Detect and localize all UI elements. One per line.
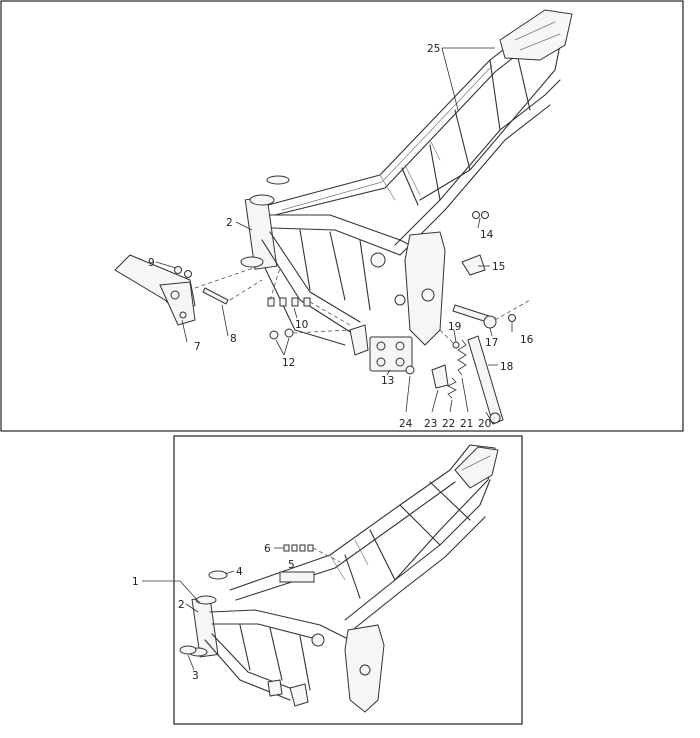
assembly-view-border	[173, 435, 523, 725]
part-12-washers	[269, 328, 294, 340]
callout-12: 12	[282, 357, 295, 369]
callout-2-assembly: 2	[178, 599, 185, 611]
callout-1: 1	[132, 576, 139, 588]
part-22-spring	[447, 377, 457, 399]
callout-6: 6	[264, 543, 271, 555]
callout-5: 5	[288, 559, 295, 571]
main-frame-assembled	[188, 444, 499, 713]
part-6-clips	[283, 544, 314, 552]
callout-3: 3	[192, 670, 199, 682]
callout-20: 20	[478, 418, 491, 430]
part-19-bolt	[452, 341, 460, 349]
part-10-clips	[267, 297, 311, 307]
callout-18: 18	[500, 361, 513, 373]
exploded-view-border	[0, 0, 684, 432]
callout-16: 16	[520, 334, 534, 346]
callout-7: 7	[194, 341, 201, 353]
callout-17: 17	[485, 337, 498, 349]
main-frame-exploded	[240, 9, 573, 356]
part-15-bracket	[461, 254, 486, 276]
callout-23: 23	[424, 418, 437, 430]
callout-14: 14	[480, 229, 494, 241]
part-20-rubber	[489, 412, 501, 424]
part-7-bracket	[114, 254, 196, 326]
part-16-nut	[508, 314, 516, 322]
callout-10: 10	[295, 319, 308, 331]
assembly-view-panel: 6 5 4 1 2 3	[132, 435, 523, 725]
part-3-rubber	[179, 645, 197, 655]
part-21-spring	[457, 339, 467, 376]
callout-4: 4	[236, 566, 243, 578]
callout-9: 9	[148, 257, 155, 269]
callout-2-exploded: 2	[226, 217, 233, 229]
callout-24: 24	[399, 418, 413, 430]
callout-25: 25	[427, 43, 440, 55]
part-9-bolt	[174, 266, 192, 278]
callout-19: 19	[448, 321, 461, 333]
callout-15: 15	[492, 261, 505, 273]
part-8-bolt	[202, 287, 229, 305]
part-18-side-stand	[467, 335, 504, 425]
callout-13: 13	[381, 375, 394, 387]
part-23-bracket	[431, 364, 449, 389]
part-13-mount-set	[369, 336, 413, 372]
callout-8: 8	[230, 333, 237, 345]
part-14-nut	[472, 211, 489, 219]
callout-22: 22	[442, 418, 455, 430]
part-5-label-plate	[279, 571, 315, 583]
part-24-nut	[405, 365, 415, 375]
exploded-view-panel: 25 2 14 15 9 16 17 19 7 8 10 12 13 18 24…	[0, 0, 684, 432]
callout-21: 21	[460, 418, 473, 430]
part-4-rubber	[208, 570, 228, 580]
